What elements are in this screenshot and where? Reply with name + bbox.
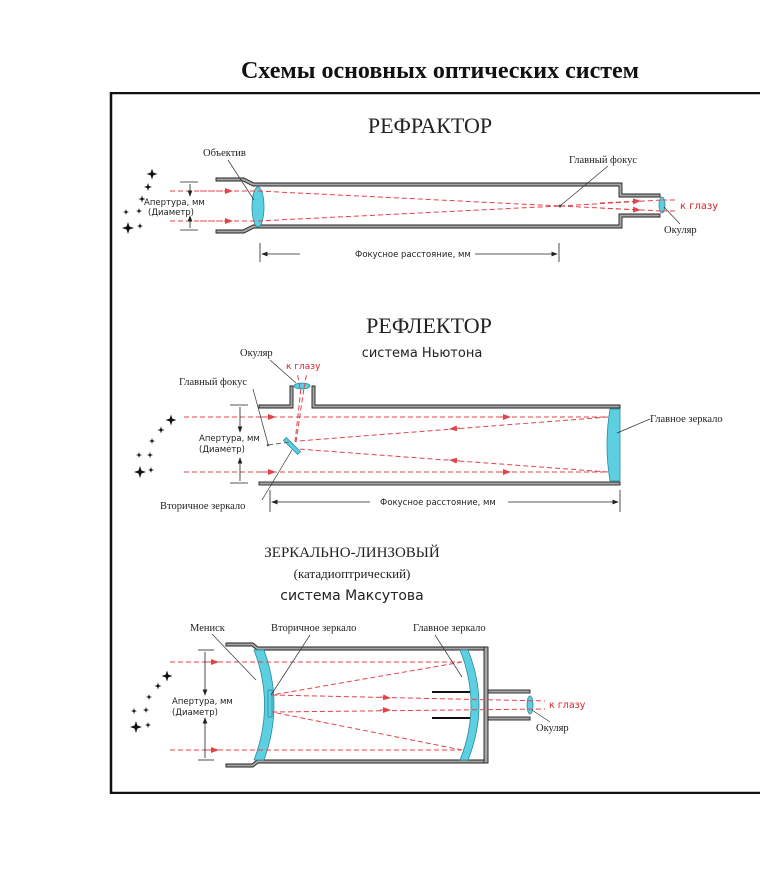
catadioptric-to-eye-label: к глазу [549,700,586,711]
reflector-primary-mirror [606,408,621,482]
meniscus-lens [253,649,275,761]
reflector-secondary-mirror [282,436,302,456]
catadioptric-diagram: ЗЕРКАЛЬНО-ЛИНЗОВЫЙ (катадиоптрический) с… [130,544,586,768]
page-title: Схемы основных оптических систем [240,58,640,84]
reflector-aperture-label: Апертура, мм [199,434,260,444]
reflector-main-focus-label: Главный фокус [179,377,247,388]
catadioptric-primary-mirror-label: Главное зеркало [413,623,486,634]
refractor-diagram: РЕФРАКТОР [122,113,718,262]
reflector-title: РЕФЛЕКТОР [366,313,492,338]
meniscus-label: Мениск [190,623,226,634]
reflector-eyepiece-lens [293,382,311,390]
objective-label: Объектив [203,148,246,159]
reflector-subtitle: система Ньютона [362,346,483,361]
catadioptric-secondary-mirror-label: Вторичное зеркало [271,623,356,634]
catadioptric-eyepiece-label: Окуляр [536,723,569,734]
catadioptric-primary-mirror [459,649,480,761]
refractor-aperture-label: Апертура, мм [144,198,205,208]
reflector-to-eye-label: к глазу [286,362,321,372]
reflector-primary-mirror-label: Главное зеркало [650,414,723,425]
refractor-to-eye-label: к глазу [680,201,718,212]
reflector-focal-length-label: Фокусное расстояние, мм [380,498,496,508]
catadioptric-eyepiece-lens [526,695,534,715]
refractor-tube [215,177,661,234]
diagram-frame: РЕФРАКТОР [109,92,760,794]
refractor-diameter-label: (Диаметр) [148,208,194,218]
objective-lens [251,186,265,228]
stars-icon [134,414,177,478]
refractor-title: РЕФРАКТОР [368,113,492,138]
catadioptric-secondary-mirror [267,689,273,718]
refractor-eyepiece-label: Окуляр [664,225,697,236]
refractor-focal-length-label: Фокусное расстояние, мм [355,250,471,260]
catadioptric-system: система Максутова [280,588,424,604]
refractor-main-focus-label: Главный фокус [569,155,637,166]
catadioptric-diameter-label: (Диаметр) [172,708,218,718]
reflector-diameter-label: (Диаметр) [199,445,245,455]
eyepiece-lens [658,196,666,214]
reflector-eyepiece-label: Окуляр [240,348,273,359]
catadioptric-aperture-label: Апертура, мм [172,697,233,707]
reflector-secondary-mirror-label: Вторичное зеркало [160,501,245,512]
stars-icon [130,670,173,733]
catadioptric-subtitle: (катадиоптрический) [294,566,411,581]
catadioptric-title: ЗЕРКАЛЬНО-ЛИНЗОВЫЙ [264,544,440,561]
reflector-diagram: РЕФЛЕКТОР система Ньютона [134,313,723,512]
frame-border [109,92,760,794]
